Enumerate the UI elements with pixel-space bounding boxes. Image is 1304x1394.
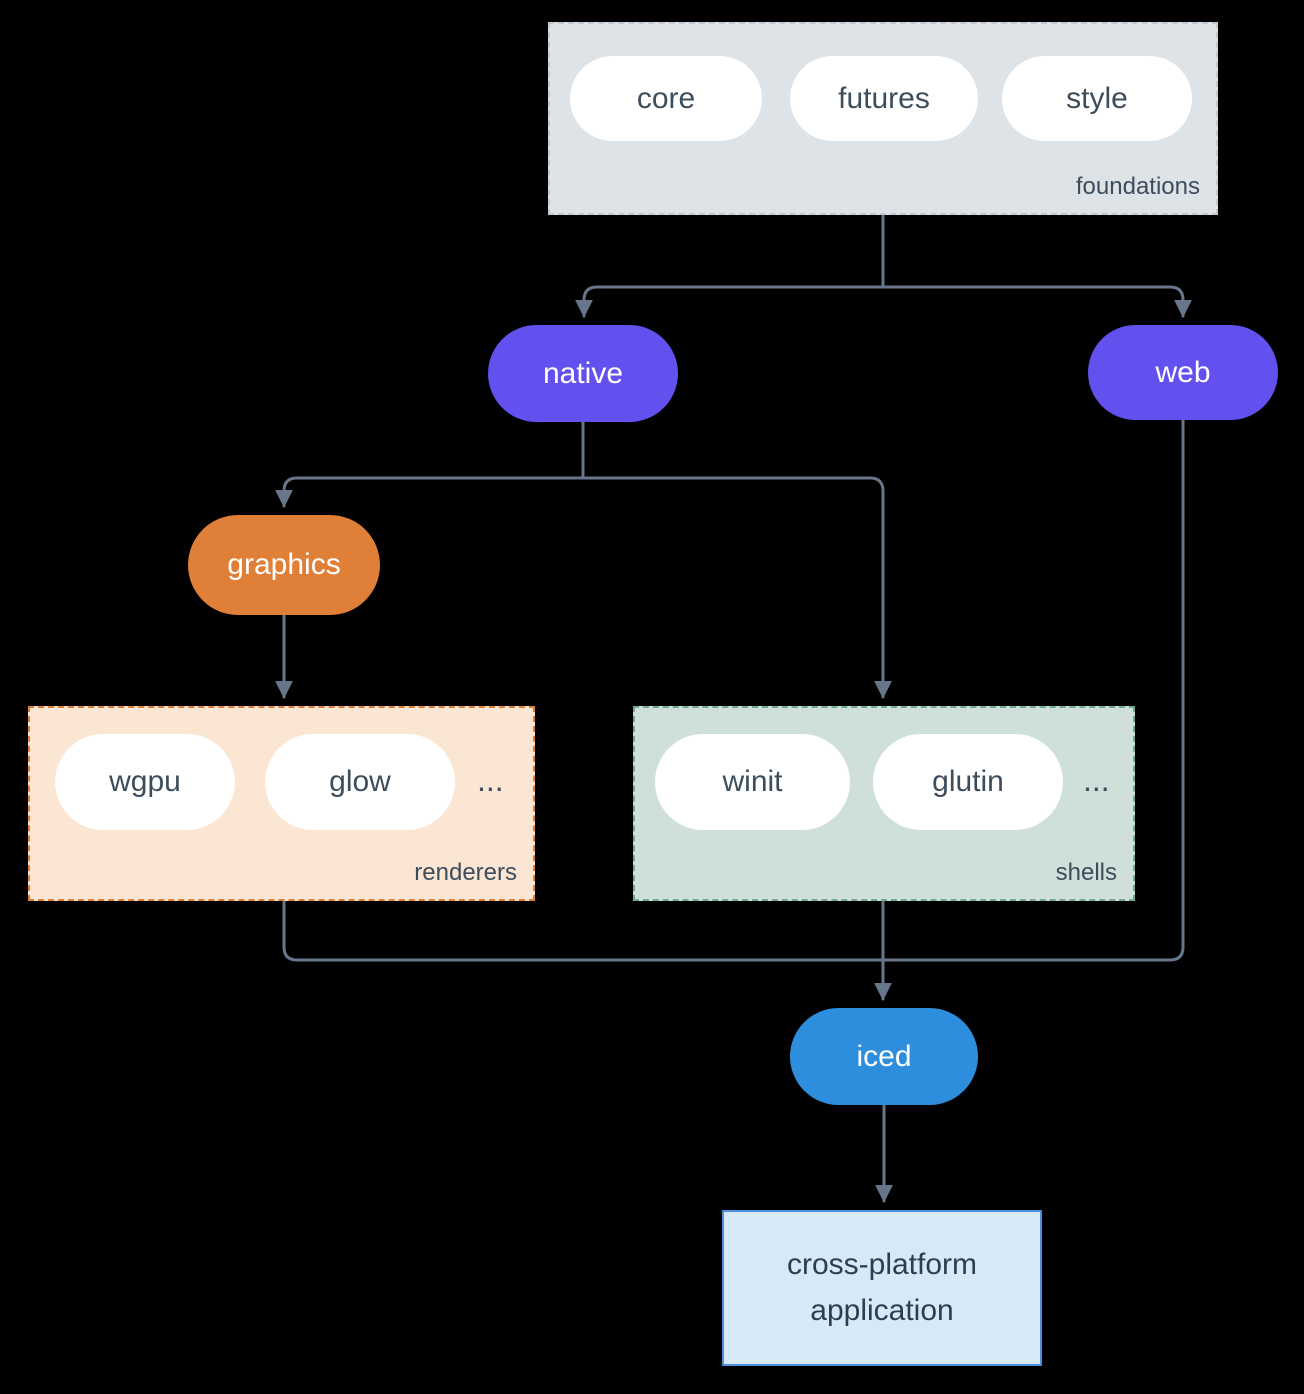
node-iced: iced (790, 1008, 978, 1105)
pill-winit-label: winit (722, 765, 783, 798)
pill-glutin-label: glutin (932, 765, 1004, 798)
node-web: web (1088, 325, 1278, 420)
pill-core: core (570, 56, 762, 141)
node-iced-label: iced (856, 1039, 912, 1073)
pill-futures-label: futures (838, 81, 930, 115)
application-box-label: cross-platform application (786, 1248, 978, 1327)
shells-ellipsis: ... (1083, 762, 1110, 798)
pill-winit: winit (655, 734, 850, 830)
pill-glow-label: glow (329, 765, 391, 798)
pill-glow: glow (265, 734, 455, 830)
pill-wgpu-label: wgpu (109, 765, 181, 798)
pill-wgpu: wgpu (55, 734, 235, 830)
node-native-label: native (542, 356, 624, 390)
pill-style-label: style (1066, 81, 1128, 115)
shells-group-label: shells (1055, 859, 1117, 886)
node-native: native (488, 325, 678, 422)
foundations-group-label: foundations (1075, 173, 1200, 200)
pill-futures: futures (790, 56, 978, 141)
application-box: cross-platform application (722, 1210, 1042, 1366)
pill-core-label: core (636, 81, 696, 115)
node-web-label: web (1155, 355, 1211, 389)
renderers-ellipsis: ... (477, 762, 504, 798)
renderers-group-label: renderers (414, 859, 517, 886)
node-graphics-label: graphics (227, 548, 341, 581)
pill-glutin: glutin (873, 734, 1063, 830)
node-graphics: graphics (188, 515, 380, 615)
pill-style: style (1002, 56, 1192, 141)
